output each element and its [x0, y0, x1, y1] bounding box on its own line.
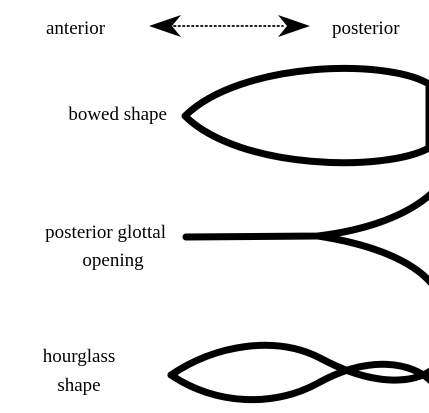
- anterior-label: anterior: [46, 18, 106, 39]
- bowed-shape-outline: [181, 65, 429, 167]
- hourglass-shape-outline: [167, 341, 429, 404]
- bowed-shape-label: bowed shape: [68, 104, 167, 125]
- left-arrowhead: [149, 15, 181, 37]
- posterior-glottal-label-line1: posterior glottal: [45, 222, 166, 243]
- hourglass-label-line2: shape: [57, 375, 100, 396]
- posterior-label: posterior: [332, 18, 400, 39]
- bidirectional-arrow: [149, 15, 310, 37]
- hourglass-label-line1: hourglass: [43, 346, 115, 367]
- posterior-glottal-label-line2: opening: [82, 250, 144, 271]
- posterior-glottal-opening-outline: [182, 190, 429, 286]
- right-arrowhead: [278, 15, 310, 37]
